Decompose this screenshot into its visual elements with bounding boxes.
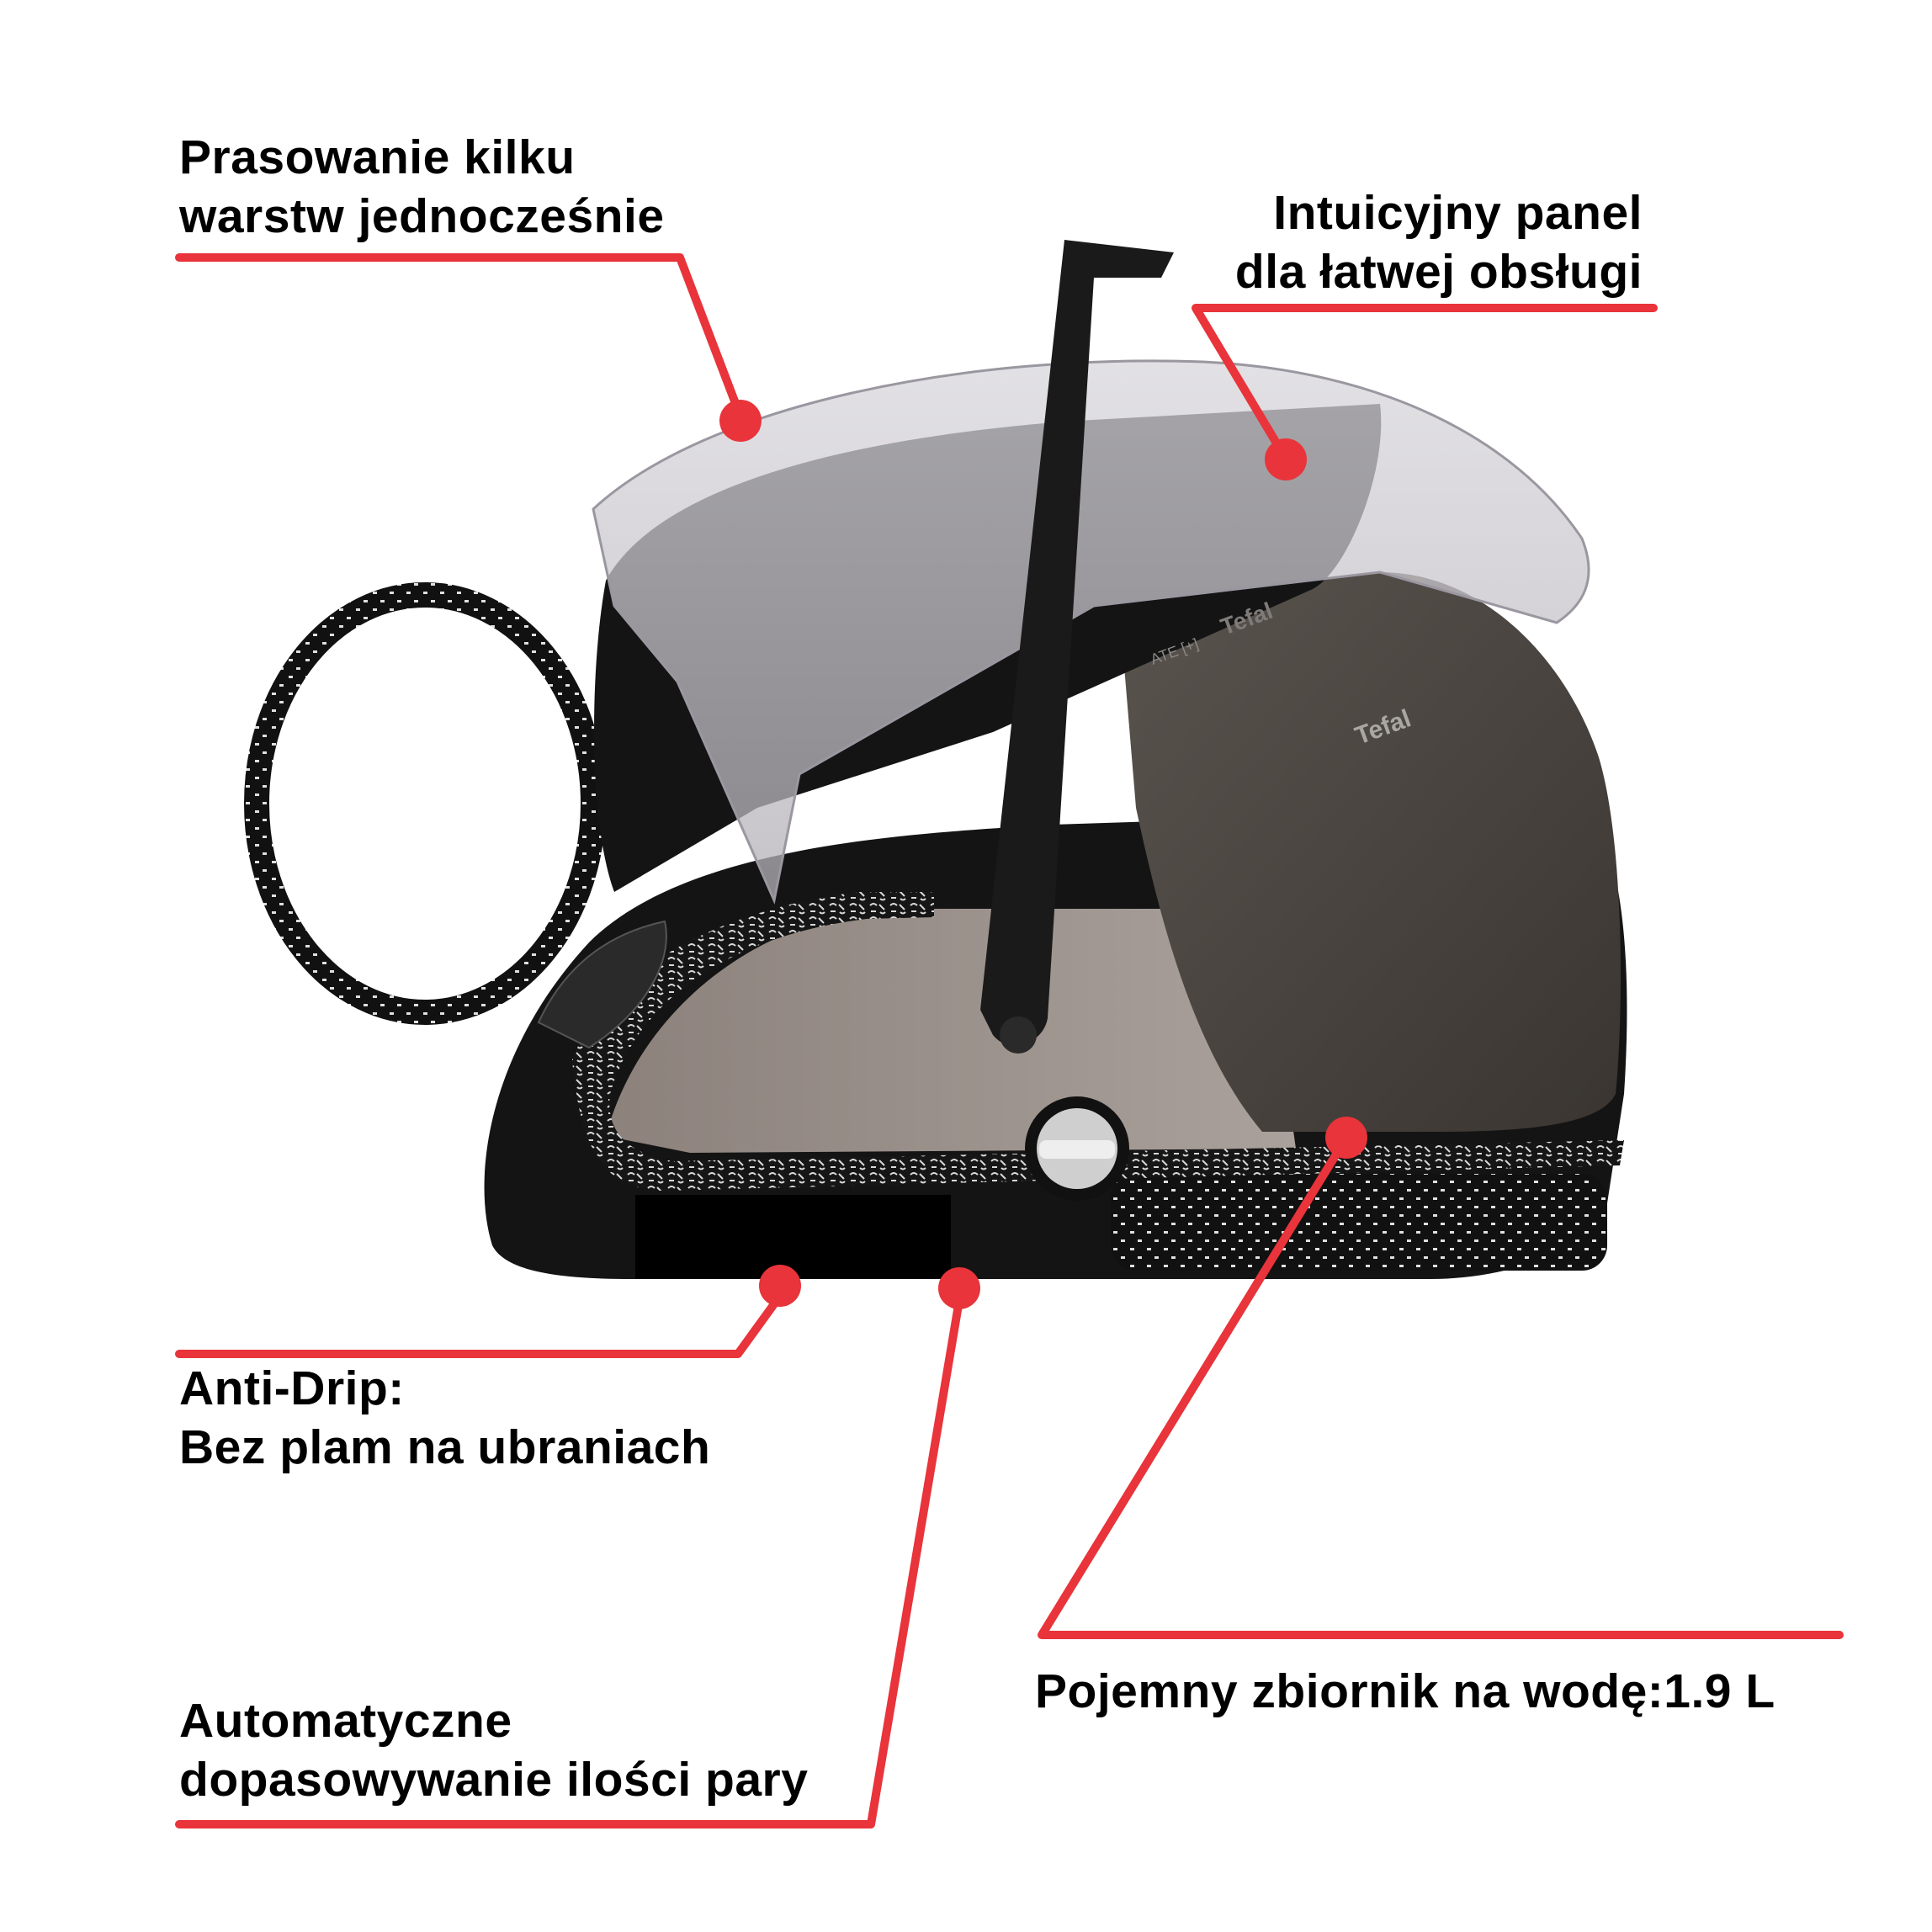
taupe-panel <box>606 909 1296 1153</box>
callout-label-line: dla łatwej obsługi <box>1234 245 1643 299</box>
callout-dot-anti-drip <box>759 1265 801 1307</box>
carry-handle <box>980 240 1174 1046</box>
callout-label-line: Prasowanie kilku <box>179 130 576 184</box>
transparent-cover <box>592 359 1590 905</box>
water-tank <box>1119 572 1621 1132</box>
front-slot <box>635 1195 951 1279</box>
callout-label-intuitive-panel: Intuicyjny panel dla łatwej obsługi <box>1235 183 1643 301</box>
callout-label-line: dopasowywanie ilości pary <box>179 1753 809 1807</box>
cord-storage <box>1111 1174 1607 1271</box>
callout-dot-auto-steam <box>938 1267 980 1309</box>
callout-label-line: warstw jednocześnie <box>179 189 665 243</box>
callout-dot-intuitive-panel <box>1265 438 1307 480</box>
callout-label-line: Bez plam na ubraniach <box>179 1420 711 1474</box>
callout-label-anti-drip: Anti-Drip: Bez plam na ubraniach <box>179 1359 710 1477</box>
callout-line-intuitive-panel <box>1192 304 1658 463</box>
callout-line-anti-drip <box>175 1292 784 1358</box>
callout-label-line: Intuicyjny panel <box>1273 186 1643 240</box>
callout-label-line: Pojemny zbiornik na wodę:1.9 L <box>1035 1664 1775 1718</box>
callout-label-line: Automatyczne <box>179 1694 512 1748</box>
callout-label-multi-layer: Prasowanie kilku warstw jednocześnie <box>179 128 665 246</box>
callout-line-water-tank <box>1038 1133 1844 1639</box>
callout-dot-multi-layer <box>719 400 762 442</box>
callout-line-multi-layer <box>175 253 745 421</box>
pattern-band <box>572 892 1624 1191</box>
callout-dot-water-tank <box>1325 1117 1367 1159</box>
callout-label-auto-steam: Automatyczne dopasowywanie ilości pary <box>179 1691 808 1809</box>
callout-line-auto-steam <box>175 1296 963 1828</box>
control-panel <box>537 920 667 1049</box>
power-cord <box>244 582 606 1025</box>
calc-collector-cap-grip <box>1039 1140 1115 1159</box>
callout-label-line: Anti-Drip: <box>179 1361 405 1415</box>
callout-label-water-tank: Pojemny zbiornik na wodę:1.9 L <box>1035 1662 1775 1721</box>
handle-pivot <box>1000 1016 1037 1054</box>
